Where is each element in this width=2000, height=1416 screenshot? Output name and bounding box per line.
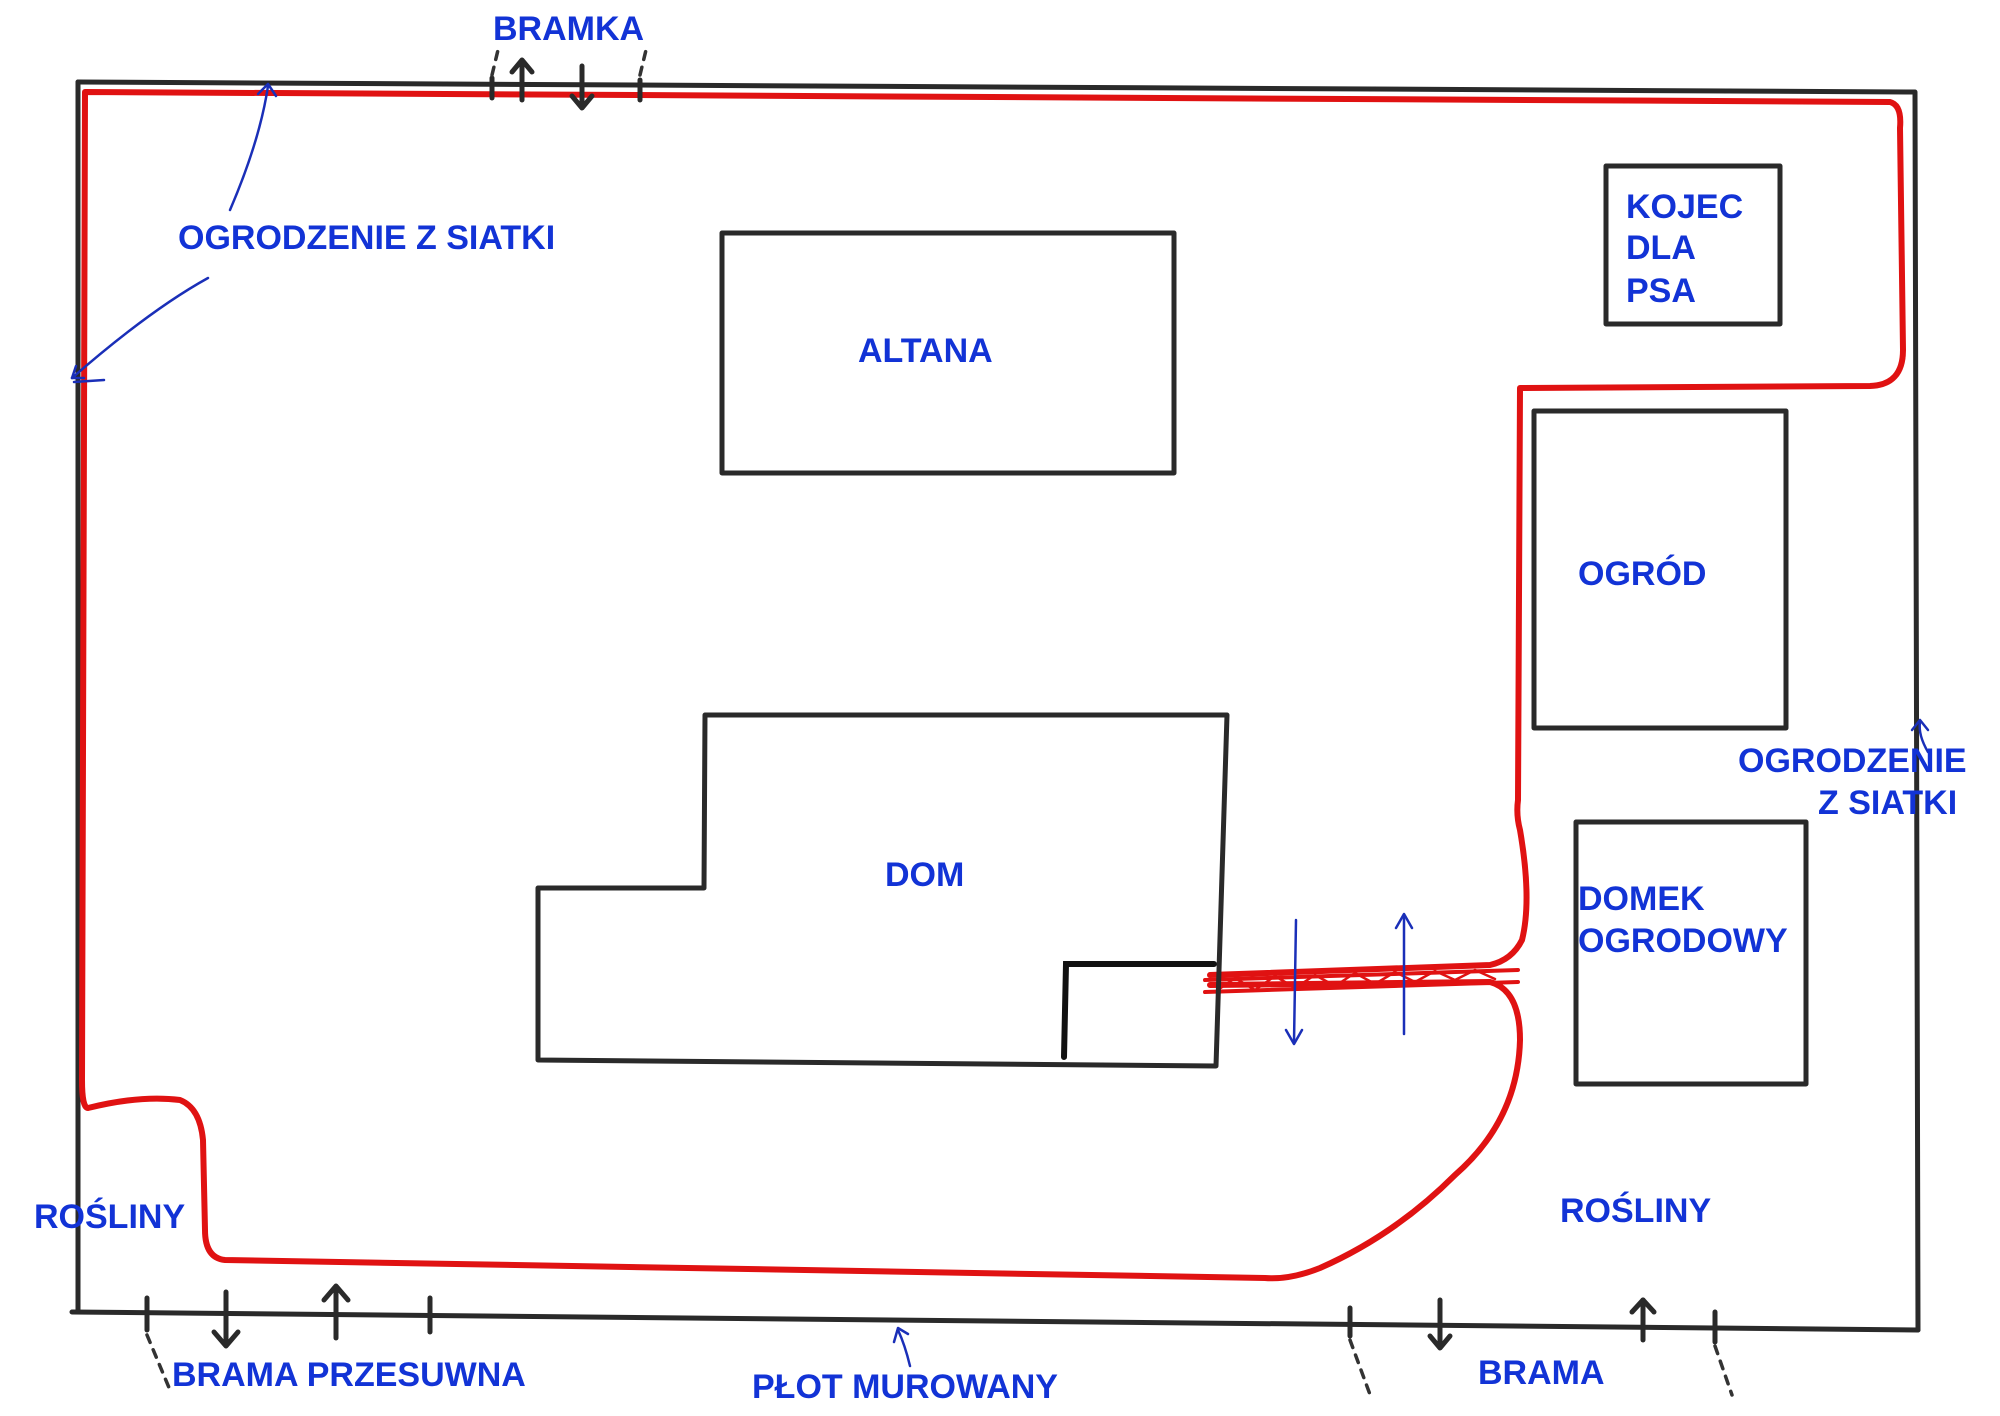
label-rosliny-left: ROŚLINY <box>34 1198 185 1236</box>
ogrod-outline <box>1531 408 1789 731</box>
label-brama-przesuwna: BRAMA PRZESUWNA <box>172 1356 526 1394</box>
label-altana: ALTANA <box>858 332 993 370</box>
label-ogrodzenie-right-1: OGRODZENIE <box>1738 742 1967 780</box>
property-boundary <box>69 79 1921 1333</box>
driveway-path <box>1203 968 1520 994</box>
label-ogrodzenie-top: OGRODZENIE Z SIATKI <box>178 219 555 257</box>
label-ogrodzenie-right-2: Z SIATKI <box>1818 784 1957 822</box>
dom-outline <box>535 712 1230 1069</box>
mesh-fence-line <box>79 89 1906 1282</box>
label-domek-2: OGRODOWY <box>1578 922 1788 960</box>
garage-outline <box>1061 961 1217 1060</box>
brama-przesuwna-gate <box>144 1283 433 1392</box>
label-kojec-3: PSA <box>1626 272 1696 310</box>
brama-gate <box>1347 1297 1734 1402</box>
label-dom: DOM <box>885 856 964 894</box>
label-plot-murowany: PŁOT MUROWANY <box>752 1368 1058 1406</box>
altana-outline <box>719 230 1177 476</box>
label-rosliny-right: ROŚLINY <box>1560 1192 1711 1230</box>
label-brama: BRAMA <box>1478 1354 1605 1392</box>
label-ogrod: OGRÓD <box>1578 555 1706 593</box>
label-domek-1: DOMEK <box>1578 880 1705 918</box>
kojec-outline <box>1603 163 1783 327</box>
label-kojec-1: KOJEC <box>1626 188 1743 226</box>
domek-outline <box>1573 819 1809 1087</box>
label-kojec-2: DLA <box>1626 229 1696 267</box>
label-bramka: BRAMKA <box>493 10 644 48</box>
leader-arrows <box>70 82 1930 1368</box>
bramka-gate <box>489 48 648 111</box>
